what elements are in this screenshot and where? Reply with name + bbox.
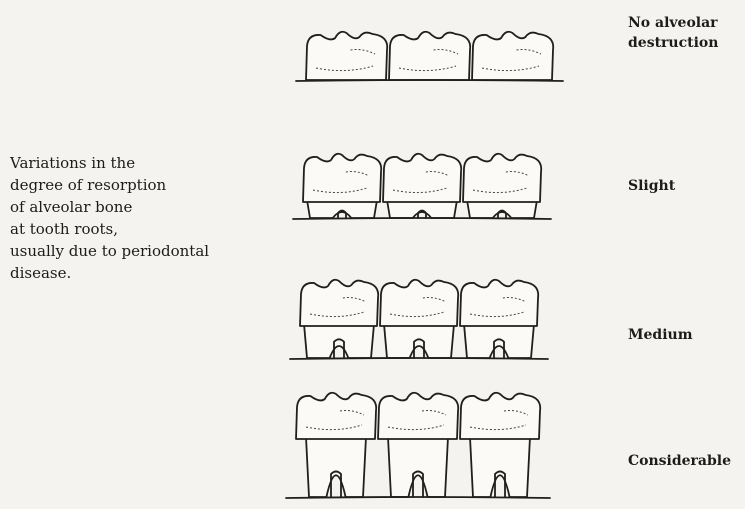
- tooth-crown: [472, 32, 553, 80]
- tooth-crown: [383, 154, 461, 202]
- tooth-root: [384, 324, 454, 358]
- tooth-crown: [380, 280, 458, 326]
- stage-label-slight: Slight: [628, 176, 675, 196]
- molar: [463, 154, 541, 218]
- molar: [460, 393, 540, 497]
- tooth-root: [464, 324, 534, 358]
- molar: [378, 393, 458, 497]
- tooth-crown: [378, 393, 458, 439]
- alveolar-bone-line: [293, 218, 551, 219]
- molar: [389, 32, 470, 80]
- alveolar-bone-line: [296, 80, 563, 81]
- tooth-crown: [300, 280, 378, 326]
- molar: [383, 154, 461, 218]
- molar: [300, 280, 378, 358]
- tooth-root: [388, 437, 448, 497]
- alveolar-bone-line: [290, 358, 548, 359]
- stage-label-no-destruction: No alveolar destruction: [628, 13, 718, 53]
- molar: [380, 280, 458, 358]
- tooth-crown: [460, 280, 538, 326]
- tooth-crown: [463, 154, 541, 202]
- tooth-root: [470, 437, 530, 497]
- tooth-row-0: [296, 32, 563, 81]
- molar: [472, 32, 553, 80]
- tooth-row-1: [293, 154, 551, 219]
- molar: [296, 393, 376, 497]
- alveolar-bone-line: [286, 497, 550, 498]
- molar: [460, 280, 538, 358]
- tooth-crown: [296, 393, 376, 439]
- stage-label-medium: Medium: [628, 325, 693, 345]
- tooth-crown: [389, 32, 470, 80]
- tooth-crown: [306, 32, 387, 80]
- tooth-root: [306, 437, 366, 497]
- stage-label-considerable: Considerable: [628, 451, 731, 471]
- diagram-caption: Variations in the degree of resorption o…: [10, 152, 260, 284]
- molar: [303, 154, 381, 218]
- tooth-row-2: [290, 280, 548, 359]
- molar: [306, 32, 387, 80]
- tooth-crown: [303, 154, 381, 202]
- tooth-root: [304, 324, 374, 358]
- tooth-crown: [460, 393, 540, 439]
- tooth-row-3: [286, 393, 550, 498]
